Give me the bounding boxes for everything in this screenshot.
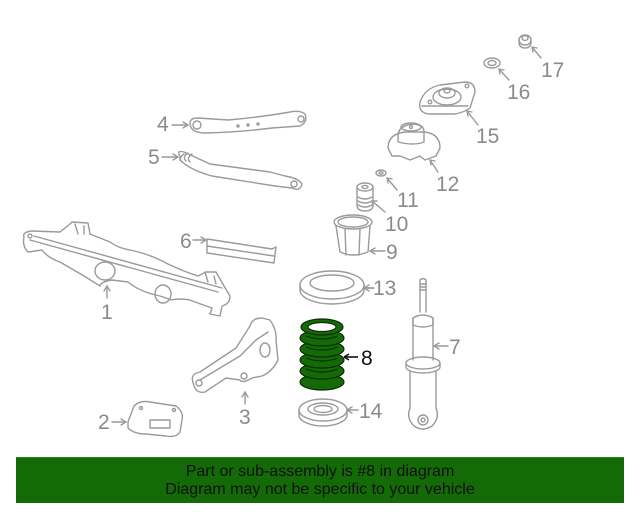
part-11-washer-icon[interactable]: [375, 169, 387, 177]
callout-12[interactable]: 12: [436, 173, 460, 196]
callout-3[interactable]: 3: [239, 406, 251, 429]
part-2-bracket-icon[interactable]: [127, 400, 184, 438]
callout-17[interactable]: 17: [541, 59, 565, 82]
part-5-control-arm-icon[interactable]: [177, 150, 303, 191]
parts-diagram: [22, 34, 542, 438]
part-1-crossmember-icon[interactable]: [22, 221, 231, 317]
part-6-shield-icon[interactable]: [206, 238, 277, 264]
part-9-boot-icon[interactable]: [333, 214, 373, 256]
part-17-nut-icon[interactable]: [518, 34, 532, 49]
part-16-washer-icon[interactable]: [483, 57, 501, 69]
callout-8[interactable]: 8: [361, 347, 373, 370]
callout-5[interactable]: 5: [148, 146, 160, 169]
callout-4[interactable]: 4: [157, 113, 169, 136]
part-14-lower-spring-seat-icon[interactable]: [298, 398, 348, 427]
callout-9[interactable]: 9: [386, 241, 398, 264]
part-15-strut-mount-icon[interactable]: [418, 81, 476, 115]
part-10-bump-stop-icon[interactable]: [356, 182, 374, 212]
part-13-upper-spring-seat-icon[interactable]: [299, 270, 365, 305]
banner-disclaimer: Diagram may not be specific to your vehi…: [165, 480, 475, 498]
callout-2[interactable]: 2: [98, 411, 110, 434]
callout-11[interactable]: 11: [397, 189, 419, 212]
banner-part-note: Part or sub-assembly is #8 in diagram: [185, 462, 455, 480]
callout-1[interactable]: 1: [101, 301, 113, 324]
callout-13[interactable]: 13: [373, 277, 397, 300]
callout-7[interactable]: 7: [449, 336, 461, 359]
callout-14[interactable]: 14: [359, 400, 383, 423]
callout-15[interactable]: 15: [476, 125, 500, 148]
callout-16[interactable]: 16: [507, 81, 531, 104]
part-4-control-arm-icon[interactable]: [189, 110, 307, 134]
callout-10[interactable]: 10: [385, 213, 409, 236]
part-12-bushing-icon[interactable]: [387, 122, 441, 161]
part-3-trailing-arm-icon[interactable]: [191, 317, 279, 393]
part-8-coil-spring-icon[interactable]: [299, 318, 345, 391]
callout-6[interactable]: 6: [180, 230, 192, 253]
part-7-shock-absorber-icon[interactable]: [405, 277, 441, 430]
info-banner: Part or sub-assembly is #8 in diagram Di…: [16, 457, 624, 503]
